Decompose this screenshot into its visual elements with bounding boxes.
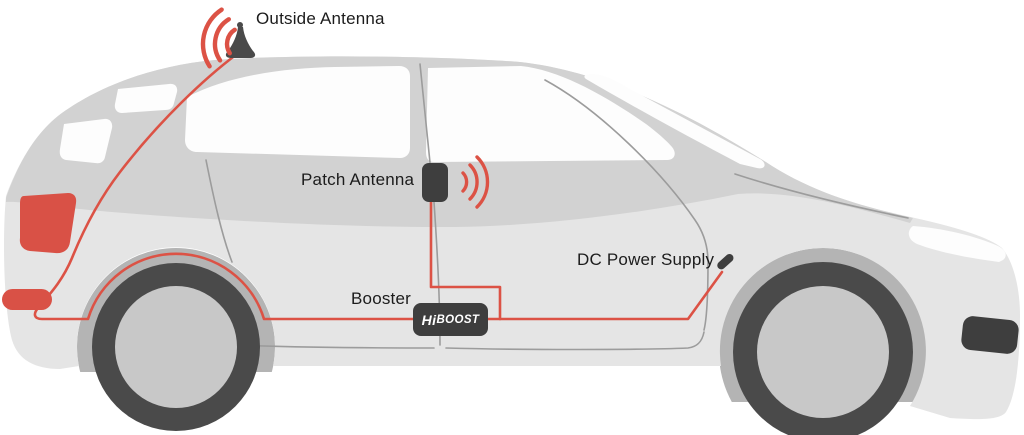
front-bumper-vent bbox=[961, 316, 1019, 354]
patch-antenna-label: Patch Antenna bbox=[301, 170, 415, 189]
outside-antenna-label: Outside Antenna bbox=[256, 9, 385, 28]
rear-wheel-hub bbox=[115, 286, 237, 408]
hood-seam bbox=[734, 173, 909, 219]
front-wheel-hub bbox=[757, 286, 889, 418]
patch-signal-waves-icon bbox=[461, 155, 490, 209]
antenna-signal-waves-icon bbox=[200, 7, 237, 69]
cable-patch-antenna-to-booster bbox=[429, 200, 502, 321]
roof-antenna-icon bbox=[225, 22, 256, 58]
patch-antenna-icon bbox=[422, 163, 448, 202]
dc-power-supply-label: DC Power Supply bbox=[577, 250, 715, 269]
rear-quarter-window bbox=[114, 83, 178, 113]
rear-hatch-window bbox=[59, 118, 113, 164]
cable-roof-antenna-to-booster bbox=[33, 52, 724, 321]
rear-door-bottom-seam bbox=[235, 344, 435, 349]
front-door-window bbox=[426, 66, 675, 162]
taillight bbox=[19, 193, 77, 254]
front-door-bottom-seam bbox=[445, 331, 705, 351]
a-pillar-seam bbox=[544, 79, 709, 331]
headlight bbox=[908, 226, 1006, 262]
dc-plug-icon bbox=[717, 253, 734, 270]
windshield bbox=[584, 74, 765, 169]
rear-door-window bbox=[185, 66, 410, 158]
booster-label: Booster bbox=[351, 289, 411, 308]
rear-reflector bbox=[2, 289, 52, 310]
rear-door-seam bbox=[205, 159, 233, 263]
booster-unit bbox=[413, 303, 488, 336]
